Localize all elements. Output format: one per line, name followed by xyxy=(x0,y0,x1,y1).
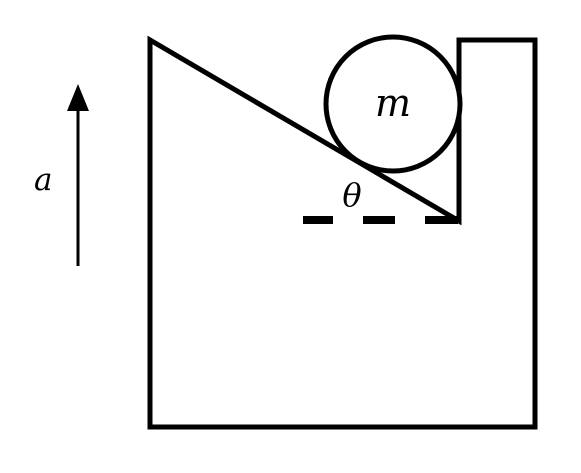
acceleration-arrow xyxy=(67,84,89,266)
container-with-incline xyxy=(147,35,538,430)
mass-ball xyxy=(323,34,463,174)
mass-label: m xyxy=(375,81,411,125)
acceleration-label: a xyxy=(34,162,52,198)
acceleration-arrowhead xyxy=(67,84,89,111)
angle-label: θ xyxy=(342,176,361,214)
